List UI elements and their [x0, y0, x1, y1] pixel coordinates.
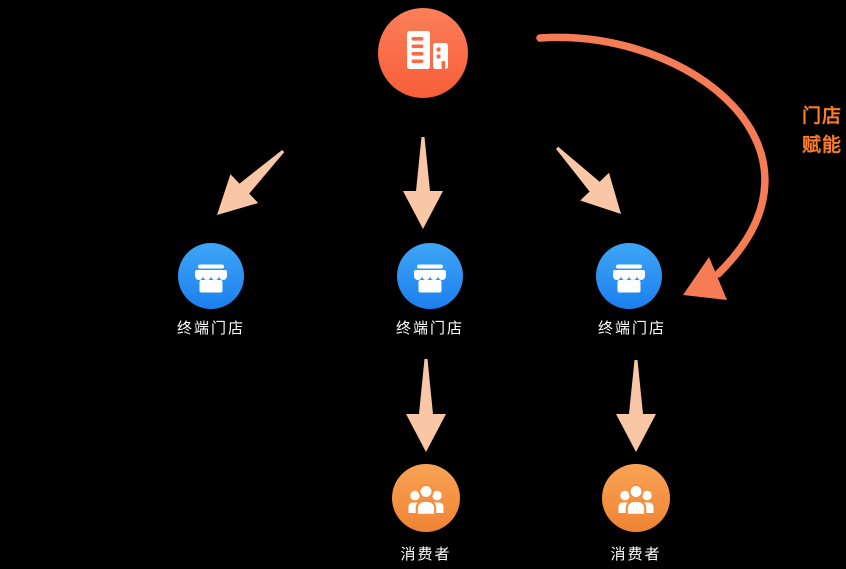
storefront-icon: [195, 264, 227, 293]
consumer-node-2: [602, 464, 670, 532]
storefront-icon: [414, 264, 446, 293]
store-label: 终端门店: [597, 320, 666, 337]
store-label: 终端门店: [395, 320, 464, 337]
people-group-icon: [408, 483, 444, 516]
flow-arrow-company-store2: [403, 137, 443, 229]
empower-annotation-line2: 赋能: [801, 135, 842, 156]
store-node-3: [596, 243, 662, 309]
consumer-label: 消费者: [610, 546, 662, 563]
people-group-icon: [618, 483, 654, 516]
building-icon: [407, 31, 448, 69]
consumer-label: 消费者: [400, 546, 452, 563]
store-node-2: [397, 243, 463, 309]
empower-annotation-line1: 门店: [801, 106, 842, 127]
company-node: [378, 8, 468, 98]
empower-annotation: 门店 赋能: [797, 102, 846, 160]
flow-arrow-company-store1: [217, 150, 285, 215]
flow-arrow-company-store3: [556, 146, 621, 214]
store-node-1: [178, 243, 244, 309]
flow-arrow-store2-consumer1: [406, 359, 446, 452]
flow-arrow-store3-consumer2: [616, 360, 656, 452]
storefront-icon: [613, 264, 645, 293]
consumer-node-1: [392, 464, 460, 532]
store-label: 终端门店: [176, 320, 245, 337]
